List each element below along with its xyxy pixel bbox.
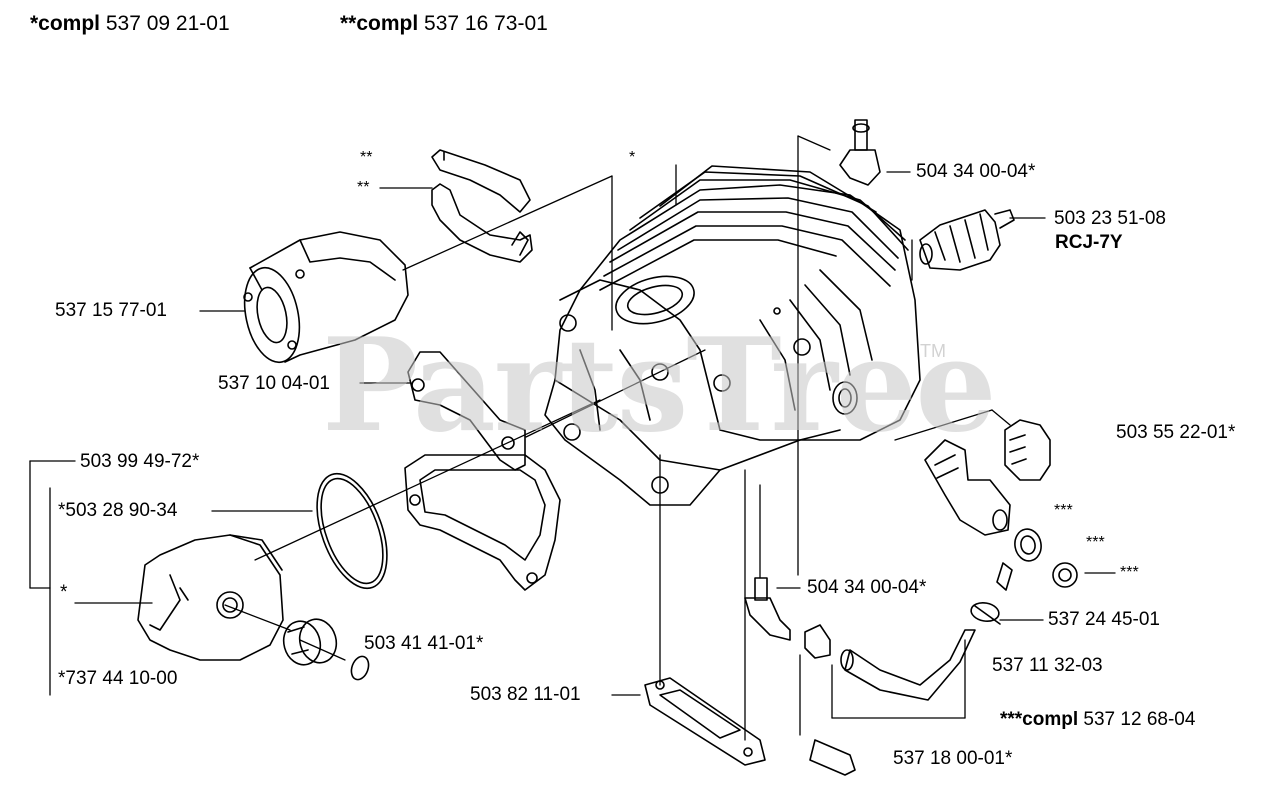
label-decomp-valve[interactable]: 503 55 22-01* xyxy=(1116,422,1236,443)
label-piston[interactable]: * xyxy=(60,582,68,603)
label-double-star-a: ** xyxy=(360,149,373,166)
kit2-prefix: **compl xyxy=(340,12,419,35)
small-fitting xyxy=(804,624,831,659)
fuel-adapter xyxy=(924,439,1011,536)
label-nipple-top[interactable]: 504 34 00-04* xyxy=(916,161,1036,182)
label-piston-assy[interactable]: 503 99 49-72* xyxy=(80,451,200,472)
label-needle-bearing[interactable]: 503 41 41-01* xyxy=(364,633,484,654)
needle-bearing xyxy=(282,618,338,666)
kit3-number: 537 12 68-04 xyxy=(1083,709,1196,730)
kit1-heading: *compl 537 09 21-01 xyxy=(30,12,230,36)
piston xyxy=(137,534,284,661)
kit2-number: 537 16 73-01 xyxy=(424,12,548,35)
exhaust-gasket-part xyxy=(644,677,766,766)
partstree-watermark: PartsTree xyxy=(322,311,997,461)
decompression-valve xyxy=(1004,419,1051,481)
kit1-number: 537 09 21-01 xyxy=(105,12,230,35)
circlip xyxy=(350,655,370,681)
label-exhaust-gasket[interactable]: 503 82 11-01 xyxy=(470,684,581,705)
intake-clamp xyxy=(431,149,533,263)
crankcase-gasket xyxy=(404,454,561,591)
label-hose[interactable]: 537 11 32-03 xyxy=(992,655,1103,676)
kit1-prefix: *compl xyxy=(30,12,101,35)
label-piston-ring[interactable]: *503 28 90-34 xyxy=(58,500,178,521)
label-nipple-lower[interactable]: 504 34 00-04* xyxy=(807,577,927,598)
label-double-star-b: ** xyxy=(357,179,370,196)
intake-gasket xyxy=(407,351,526,471)
label-triple-b: *** xyxy=(1086,534,1105,551)
label-triple-a: *** xyxy=(1054,502,1073,519)
label-plug-cap[interactable]: 537 18 00-01* xyxy=(893,748,1013,769)
hose-part xyxy=(840,629,976,701)
nipple-lower-part xyxy=(744,577,791,641)
leader-lines xyxy=(29,135,1116,741)
piston-ring xyxy=(316,472,388,590)
label-single-star: * xyxy=(629,149,636,166)
label-gasket[interactable]: 537 10 04-01 xyxy=(218,373,330,394)
label-spark-plug[interactable]: 503 23 51-08 xyxy=(1054,208,1166,229)
plug-cap-part xyxy=(809,739,856,776)
label-intake-manifold[interactable]: 537 15 77-01 xyxy=(55,300,167,321)
hose-clamp-part xyxy=(970,602,1001,625)
nipple-top-part xyxy=(839,119,881,186)
label-kit3: ***compl 537 12 68-04 xyxy=(1000,709,1195,731)
kit2-heading: **compl 537 16 73-01 xyxy=(340,12,548,36)
kit3-prefix: ***compl xyxy=(1000,709,1079,730)
label-triple-c: *** xyxy=(1120,564,1139,581)
spark-plug-type-text: RCJ-7Y xyxy=(1055,232,1123,253)
cylinder xyxy=(544,165,921,506)
spark-plug xyxy=(919,209,1015,271)
label-bearing-kit[interactable]: *737 44 10-00 xyxy=(58,668,178,689)
trademark-mark: TM xyxy=(920,341,946,361)
washers xyxy=(996,528,1078,591)
intake-manifold xyxy=(243,231,409,364)
label-spark-plug-type: RCJ-7Y xyxy=(1055,232,1123,254)
label-hose-clamp[interactable]: 537 24 45-01 xyxy=(1048,609,1160,630)
